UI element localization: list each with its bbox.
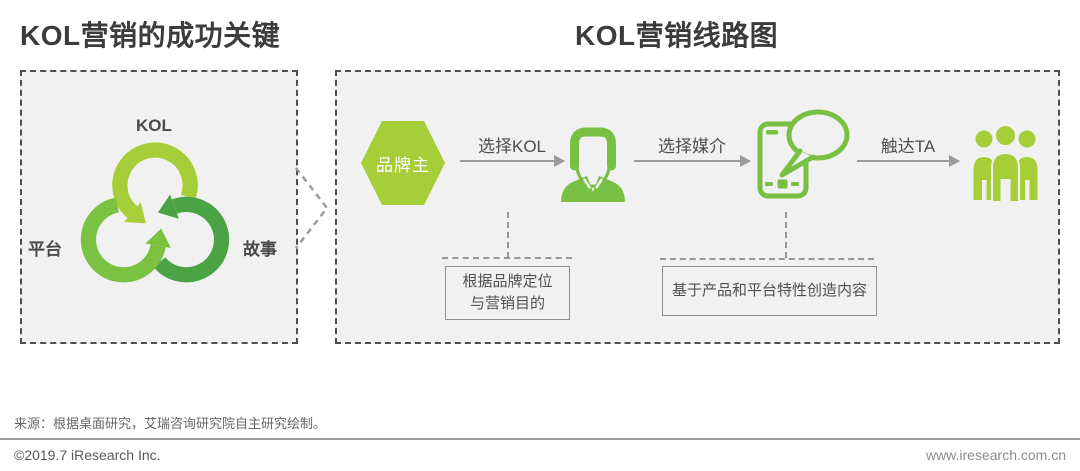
arrow-line-icon bbox=[460, 155, 565, 167]
flow-arrow-1-label: 选择KOL bbox=[477, 137, 547, 156]
website-url: www.iresearch.com.cn bbox=[925, 447, 1066, 463]
brand-hexagon: 品牌主 bbox=[361, 121, 445, 205]
flow-arrow-3: 触达TA bbox=[857, 132, 960, 167]
flow-arrow-2: 选择媒介 bbox=[634, 132, 751, 167]
arrow-line-icon bbox=[634, 155, 751, 167]
success-keys-panel: KOL 平台 故事 bbox=[20, 70, 298, 344]
note-box-1: 根据品牌定位 与营销目的 bbox=[445, 266, 570, 320]
trefoil-top-label: KOL bbox=[136, 116, 172, 135]
note-box-1-line-2: 与营销目的 bbox=[469, 295, 545, 312]
panel-connector-chevron-icon bbox=[295, 167, 329, 249]
phone-chat-bubble-icon bbox=[757, 109, 850, 199]
kol-person-icon bbox=[561, 127, 625, 202]
roadmap-panel: 品牌主 选择KOL 选择媒介 触达TA bbox=[335, 70, 1060, 344]
right-section-title: KOL营销线路图 bbox=[575, 20, 779, 51]
flow-arrow-2-label: 选择媒介 bbox=[658, 137, 726, 156]
flow-arrow-3-label: 触达TA bbox=[880, 137, 936, 156]
note-box-2: 基于产品和平台特性创造内容 bbox=[662, 266, 877, 316]
left-section-title: KOL营销的成功关键 bbox=[20, 20, 281, 51]
copyright-text: ©2019.7 iResearch Inc. bbox=[14, 447, 161, 463]
flow-arrow-1: 选择KOL bbox=[460, 132, 565, 167]
note-1-vertical-dash bbox=[507, 212, 509, 258]
note-box-2-line-1: 基于产品和平台特性创造内容 bbox=[671, 282, 867, 300]
footer-divider bbox=[0, 438, 1080, 440]
note-2-horizontal-dash bbox=[660, 258, 874, 260]
audience-people-icon bbox=[973, 124, 1038, 202]
note-1-horizontal-dash bbox=[442, 257, 572, 259]
note-2-vertical-dash bbox=[785, 212, 787, 258]
arrow-line-icon bbox=[857, 155, 960, 167]
note-box-1-line-1: 根据品牌定位 bbox=[462, 273, 553, 291]
brand-hexagon-label: 品牌主 bbox=[376, 155, 430, 175]
trefoil-left-label: 平台 bbox=[28, 240, 62, 259]
trefoil-arrows-icon bbox=[80, 142, 230, 283]
trefoil-right-label: 故事 bbox=[243, 240, 277, 259]
source-note: 来源：根据桌面研究，艾瑞咨询研究院自主研究绘制。 bbox=[14, 416, 327, 431]
